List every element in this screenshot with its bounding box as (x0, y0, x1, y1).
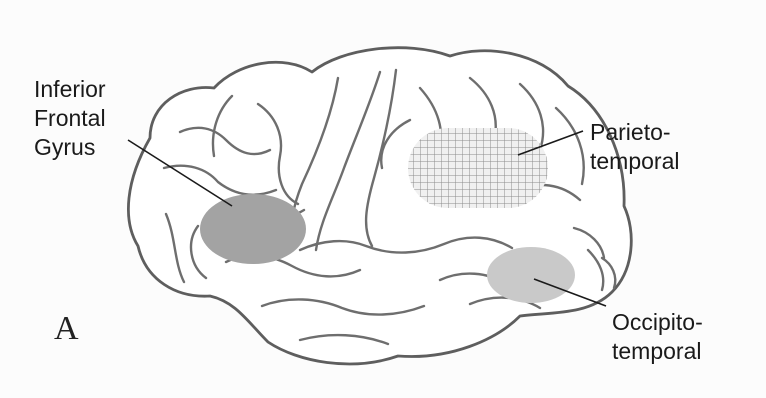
ifg-label-line-3: Gyrus (34, 133, 106, 162)
inferior-frontal-gyrus-region (200, 194, 306, 264)
brain-outline (128, 48, 631, 364)
parieto-temporal-region (408, 128, 548, 208)
panel-letter: A (54, 310, 79, 348)
occipito-label-line-1: Occipito- (612, 308, 703, 337)
occipito-label-line-2: temporal (612, 337, 703, 366)
occipito-temporal-label: Occipito- temporal (612, 308, 703, 366)
occipito-temporal-region (487, 247, 575, 303)
ifg-label-line-1: Inferior (34, 75, 106, 104)
parieto-label-line-2: temporal (590, 147, 679, 176)
parieto-temporal-label: Parieto- temporal (590, 118, 679, 176)
parieto-label-line-1: Parieto- (590, 118, 679, 147)
ifg-label-line-2: Frontal (34, 104, 106, 133)
ifg-label: Inferior Frontal Gyrus (34, 75, 106, 162)
